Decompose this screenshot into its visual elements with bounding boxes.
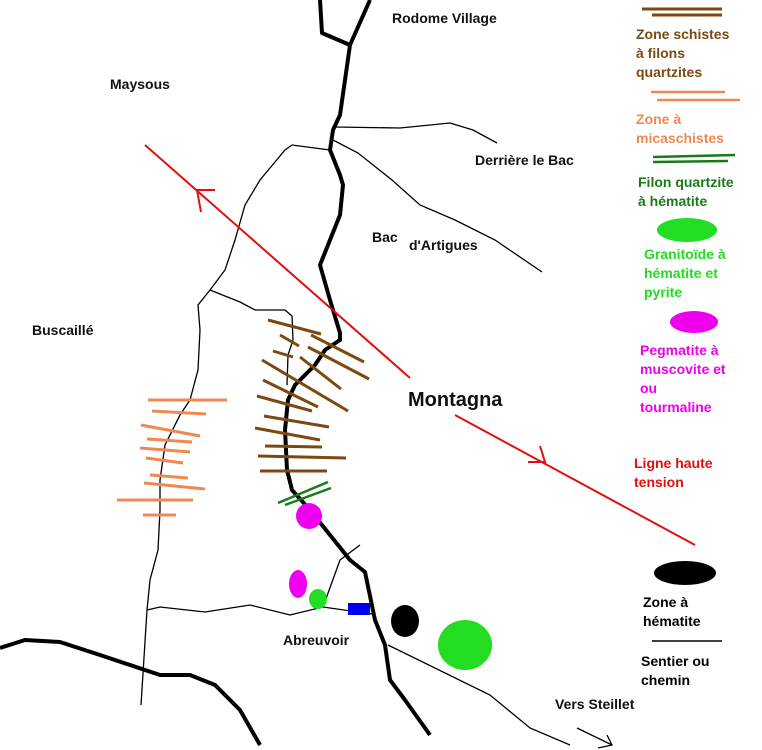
legend-micaschistes: Zone à micaschistes [636, 111, 724, 146]
place-buscaille: Buscaillé [32, 322, 94, 338]
granitoid-zone [438, 620, 492, 670]
main-road [0, 0, 432, 746]
place-montagna: Montagna [408, 389, 503, 411]
legend-pegmatite: Pegmatite à muscovite et ou tourmaline [640, 342, 726, 415]
legend-sentier: Sentier ou chemin [641, 653, 710, 688]
paths [140, 122, 613, 749]
micaschist-zone [117, 398, 227, 517]
place-artigues: d'Artigues [409, 237, 478, 253]
hematite-zone [391, 605, 419, 637]
legend-ligne: Ligne haute tension [634, 455, 713, 490]
power-line [144, 144, 696, 546]
bottom-left-road [0, 638, 262, 746]
quartzite-vein [277, 480, 332, 507]
legend-symbols [642, 7, 740, 642]
place-abreuvoir: Abreuvoir [283, 632, 350, 648]
legend-filon: Filon quartzite à hématite [638, 174, 734, 209]
pegmatite-zone [289, 570, 307, 598]
place-derriere-le-bac: Derrière le Bac [475, 152, 574, 168]
abreuvoir-marker [348, 603, 370, 615]
place-maysous: Maysous [110, 76, 170, 92]
place-rodome-village: Rodome Village [392, 10, 497, 26]
pegmatite-zone [296, 503, 322, 529]
arrow-icon [576, 727, 613, 746]
legend-schistes: Zone schistes à filons quartzites [636, 26, 730, 80]
place-bac: Bac [372, 229, 398, 245]
schist-zone [254, 318, 370, 473]
legend-granitoide: Granitoïde à hématite et pyrite [644, 246, 726, 300]
place-vers-steillet: Vers Steillet [555, 696, 635, 712]
granitoid-zone [309, 589, 327, 609]
legend-hematite: Zone à hématite [643, 594, 701, 629]
